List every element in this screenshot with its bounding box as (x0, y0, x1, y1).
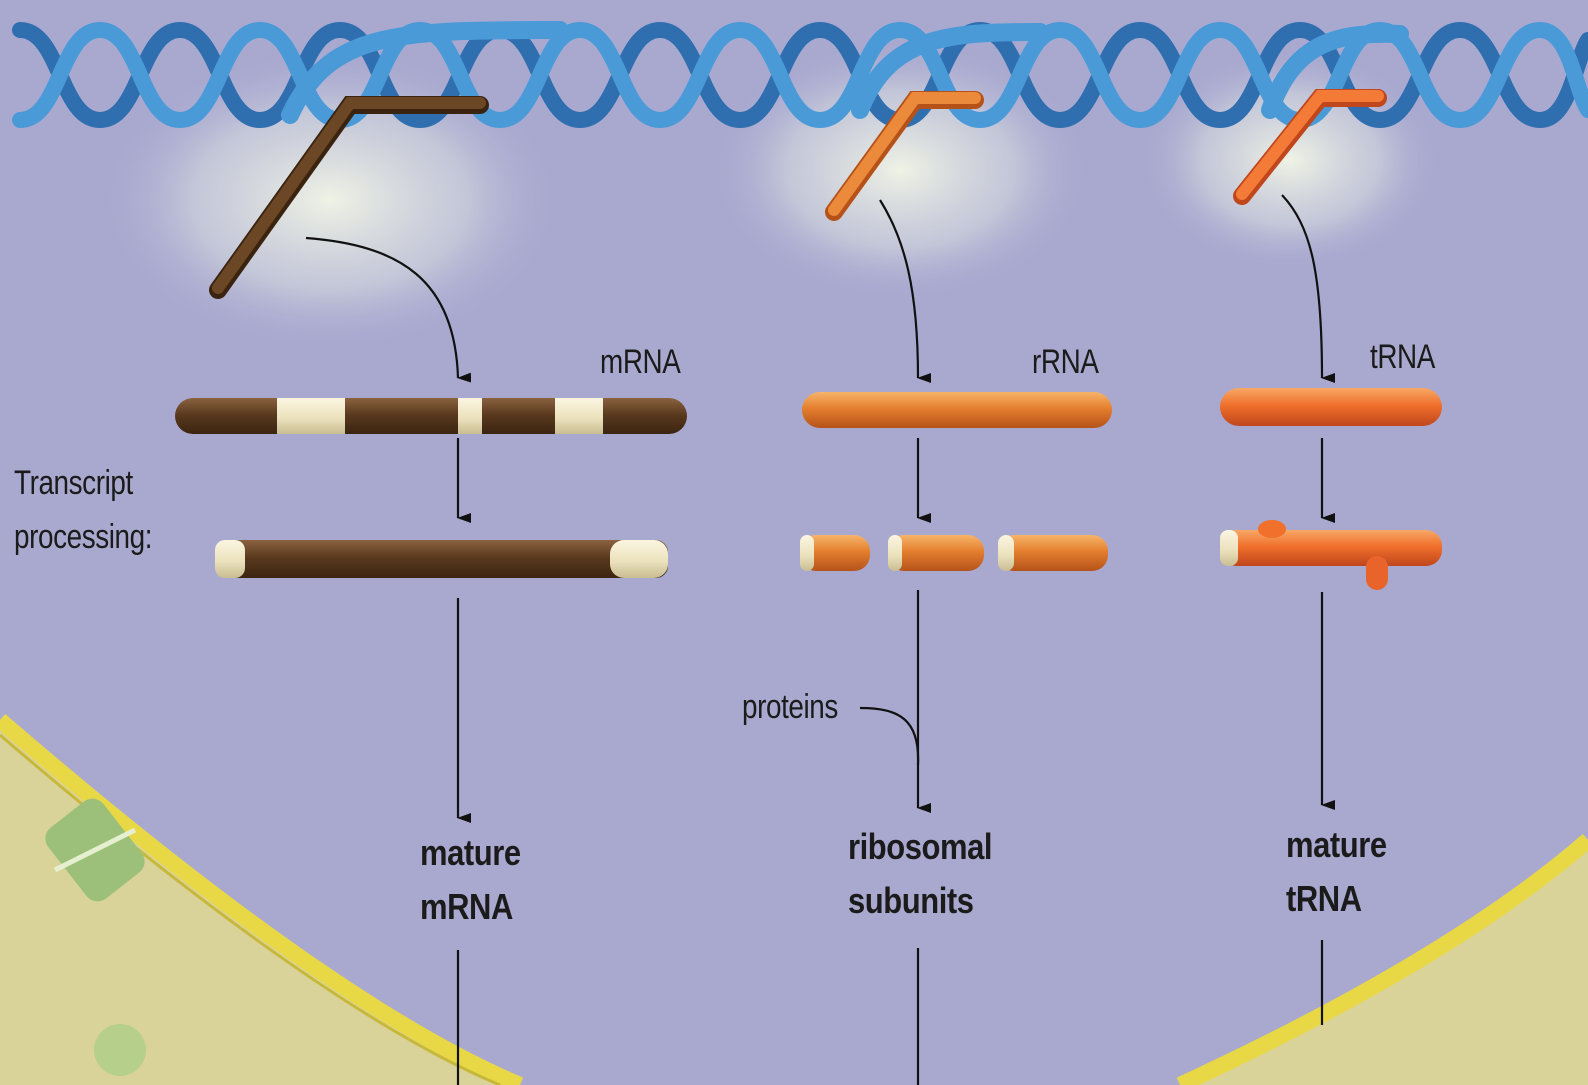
label-mature-mrna: mature mRNA (420, 826, 521, 934)
processed-rrna-fragments (800, 535, 1108, 571)
processed-mrna (215, 540, 668, 578)
processing-line-2: processing: (14, 510, 152, 564)
processing-line-1: Transcript (14, 456, 152, 510)
mature-trna-line-2: tRNA (1286, 872, 1387, 926)
primary-trna-transcript (1220, 388, 1442, 426)
mature-mrna-line-2: mRNA (420, 880, 521, 934)
primary-mrna-transcript (175, 398, 687, 434)
primary-rrna-transcript (802, 392, 1112, 428)
mature-trna-line-1: mature (1286, 818, 1387, 872)
label-mature-trna: mature tRNA (1286, 818, 1387, 926)
label-trna: tRNA (1370, 338, 1435, 377)
mature-mrna-line-1: mature (420, 826, 521, 880)
arrow-proteins (860, 708, 918, 765)
ribosomal-line-2: subunits (848, 874, 992, 928)
ribosomal-line-1: ribosomal (848, 820, 992, 874)
label-rrna: rRNA (1032, 343, 1099, 382)
label-proteins: proteins (742, 688, 838, 727)
processed-trna (1220, 520, 1442, 590)
transcript-processing-label: Transcript processing: (14, 456, 152, 564)
label-ribosomal-subunits: ribosomal subunits (848, 820, 992, 928)
label-mrna: mRNA (600, 343, 680, 382)
flow-arrows (306, 195, 1322, 1085)
